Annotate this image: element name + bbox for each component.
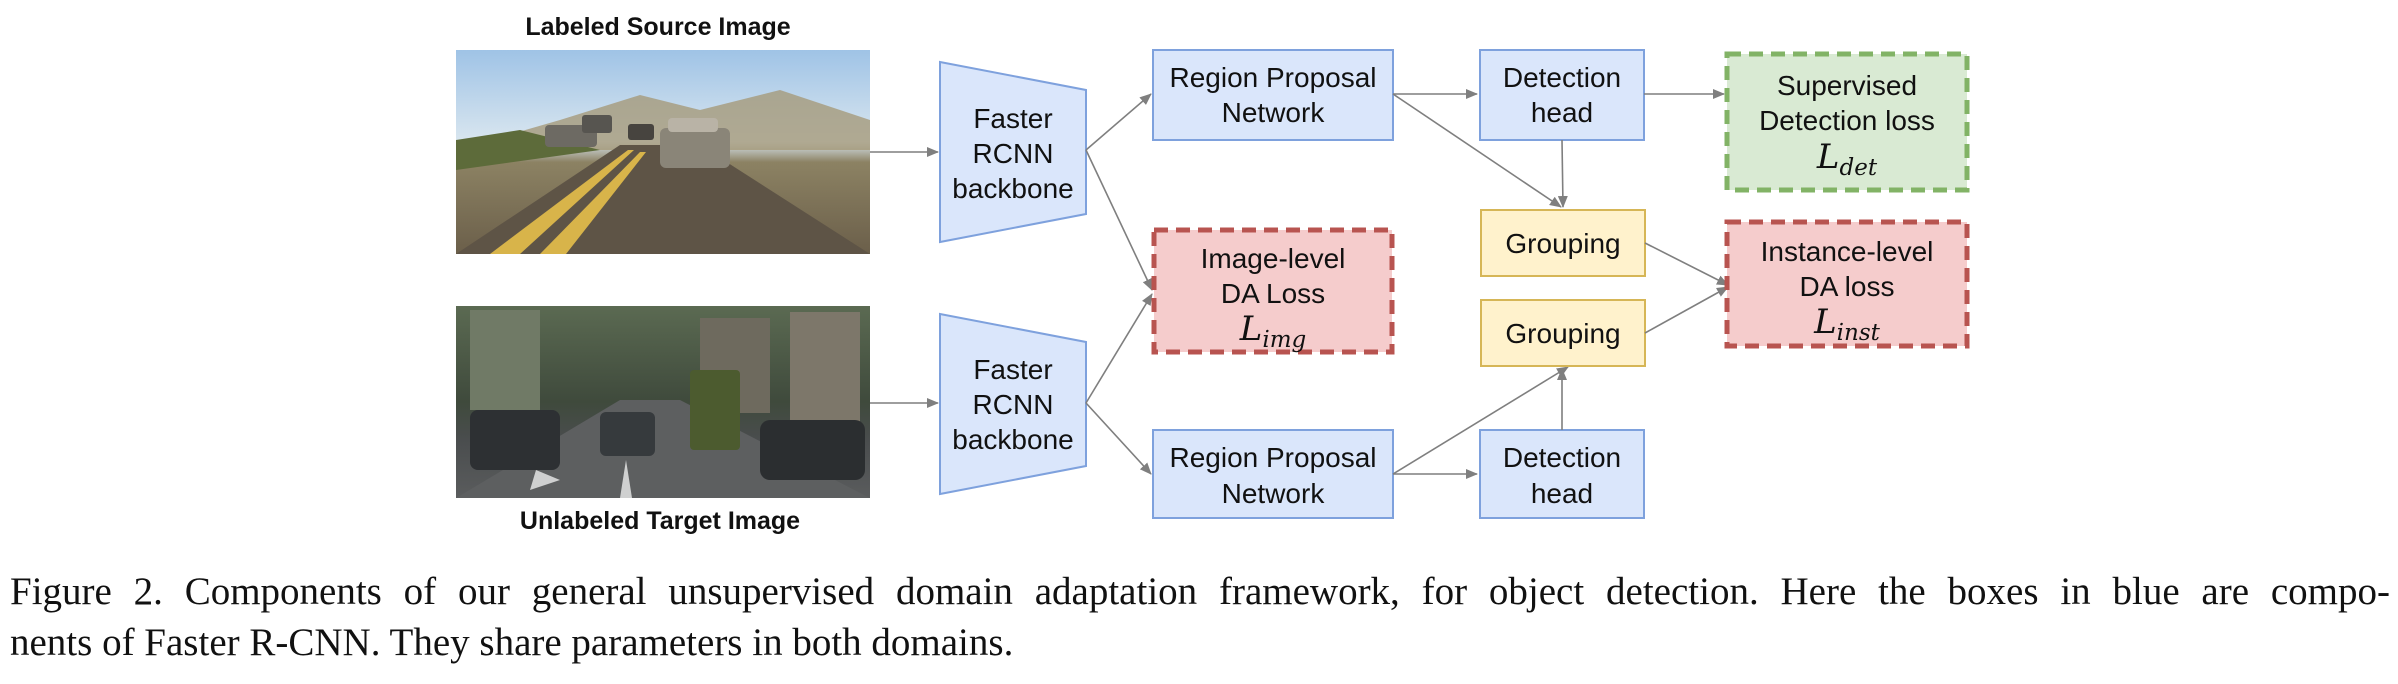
sup-loss-line-2: Detection loss (1759, 105, 1935, 136)
svg-text:Ldet: Ldet (1816, 137, 1878, 181)
inst-da-symbol: L (1813, 302, 1837, 342)
inst-da-subscript: inst (1837, 320, 1881, 346)
framework-diagram: Labeled Source Image Unlabeled Target Im… (456, 13, 1970, 535)
backbone-bottom-line-3: backbone (952, 424, 1073, 455)
figure-caption: Figure 2. Components of our general unsu… (10, 566, 2390, 668)
det-bottom-line-1: Detection (1503, 442, 1621, 473)
detection-head-bottom: Detection head (1479, 429, 1645, 519)
backbone-bottom: Faster RCNN backbone (939, 312, 1087, 496)
source-image-label: Labeled Source Image (525, 13, 790, 41)
target-image-label: Unlabeled Target Image (520, 507, 800, 535)
rpn-top-line-1: Region Proposal (1169, 62, 1376, 93)
image-da-line-2: DA Loss (1221, 278, 1325, 309)
detection-head-top: Detection head (1479, 49, 1645, 141)
rpn-bottom: Region Proposal Network (1152, 429, 1394, 519)
backbone-bottom-line-2: RCNN (973, 389, 1054, 420)
caption-line-2: nents of Faster R-CNN. They share parame… (10, 621, 1014, 664)
sup-loss-symbol: L (1816, 137, 1840, 177)
backbone-top-line-3: backbone (952, 173, 1073, 204)
target-image (456, 306, 870, 498)
image-da-subscript: img (1262, 327, 1306, 353)
det-top-line-2: head (1531, 97, 1593, 128)
rpn-top: Region Proposal Network (1152, 49, 1394, 141)
inst-da-line-2: DA loss (1800, 271, 1895, 302)
supervised-detection-loss-box: Supervised Detection loss Ldet (1724, 51, 1970, 193)
det-bottom-line-2: head (1531, 478, 1593, 509)
sup-loss-line-1: Supervised (1777, 70, 1917, 101)
source-image (456, 50, 870, 254)
image-da-line-1: Image-level (1201, 243, 1346, 274)
grouping-bottom-label: Grouping (1505, 318, 1620, 349)
rpn-bottom-line-1: Region Proposal (1169, 442, 1376, 473)
grouping-top: Grouping (1480, 209, 1646, 277)
grouping-bottom: Grouping (1480, 299, 1646, 367)
backbone-bottom-line-1: Faster (973, 354, 1052, 385)
sup-loss-subscript: det (1840, 155, 1878, 181)
image-level-da-loss-box: Image-level DA Loss Limg (1151, 227, 1395, 355)
inst-da-line-1: Instance-level (1761, 236, 1934, 267)
svg-text:Linst: Linst (1813, 302, 1881, 346)
rpn-top-line-2: Network (1222, 97, 1326, 128)
svg-text:Limg: Limg (1239, 309, 1306, 353)
instance-level-da-loss-box: Instance-level DA loss Linst (1724, 219, 1970, 349)
backbone-top-line-1: Faster (973, 103, 1052, 134)
det-top-line-1: Detection (1503, 62, 1621, 93)
rpn-bottom-line-2: Network (1222, 478, 1326, 509)
backbone-top-line-2: RCNN (973, 138, 1054, 169)
caption-line-1: Figure 2. Components of our general unsu… (10, 570, 2390, 613)
image-da-symbol: L (1239, 309, 1263, 349)
grouping-top-label: Grouping (1505, 228, 1620, 259)
backbone-top: Faster RCNN backbone (939, 60, 1087, 244)
